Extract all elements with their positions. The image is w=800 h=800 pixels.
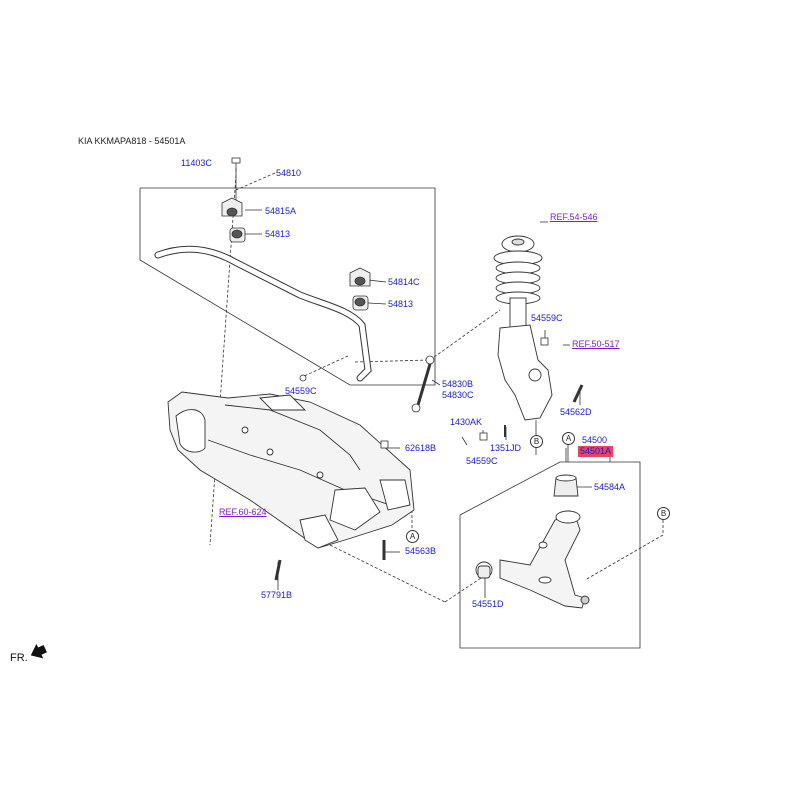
- part-54562d-label[interactable]: 54562D: [560, 407, 592, 417]
- part-1351jd-label[interactable]: 1351JD: [490, 443, 522, 453]
- lower-arm-group-outline: [459, 461, 641, 649]
- part-54584a-label[interactable]: 54584A: [594, 482, 626, 492]
- stabilizer-bar-drawing: [154, 245, 372, 382]
- ref-50-517-link[interactable]: REF.50-517: [572, 339, 620, 349]
- part-54563b-label[interactable]: 54563B: [405, 546, 437, 556]
- callout-b-lower: B: [657, 507, 670, 520]
- part-54830c-label[interactable]: 54830C: [442, 390, 474, 400]
- nut-54559c-upper-drawing: [540, 337, 549, 346]
- subframe-drawing: [167, 391, 415, 549]
- part-54814c-label[interactable]: 54814C: [388, 277, 420, 287]
- nut-54559c-drawing: [479, 432, 488, 441]
- part-54830b-label[interactable]: 54830B: [442, 379, 474, 389]
- part-57791b-label[interactable]: 57791B: [261, 590, 293, 600]
- lower-arm-drawing: [475, 474, 590, 609]
- ref-60-624-link[interactable]: REF.60-624: [219, 507, 267, 517]
- bolt-54562d-drawing: [572, 384, 584, 403]
- strut-assembly-drawing: [493, 235, 553, 421]
- stabilizer-link-drawing: [299, 355, 435, 413]
- callout-a-upper: A: [562, 432, 575, 445]
- front-direction-label: FR.: [10, 652, 28, 664]
- part-54815a-label[interactable]: 54815A: [265, 206, 297, 216]
- part-54813-right-label[interactable]: 54813: [388, 299, 414, 309]
- part-11403c-label[interactable]: 11403C: [181, 158, 212, 168]
- bushing-54551d-drawing: [477, 565, 491, 579]
- part-54500-label[interactable]: 54500: [582, 435, 608, 445]
- part-1430ak-label[interactable]: 1430AK: [450, 417, 483, 427]
- part-54810-label[interactable]: 54810: [276, 168, 302, 178]
- part-54813-left-label[interactable]: 54813: [265, 229, 291, 239]
- part-54501a-label-highlighted[interactable]: 54501A: [578, 446, 614, 457]
- clip-1430ak-drawing: [461, 436, 468, 446]
- part-62618b-label[interactable]: 62618B: [405, 443, 437, 453]
- ref-54-546-link[interactable]: REF.54-546: [550, 212, 598, 222]
- part-54551d-label[interactable]: 54551D: [472, 599, 504, 609]
- nut-62618b-drawing: [380, 440, 389, 449]
- bolt-11403c-drawing: [231, 157, 241, 172]
- callout-a-lower: A: [406, 530, 419, 543]
- arrow-icon: [30, 643, 47, 659]
- part-54559c-lower-label[interactable]: 54559C: [466, 456, 498, 466]
- part-54559c-knuckle-label[interactable]: 54559C: [531, 313, 563, 323]
- diagram-title: KIA KKMAPA818 - 54501A: [78, 136, 186, 146]
- callout-b-upper: B: [530, 435, 543, 448]
- stabilizer-group-outline: [139, 187, 436, 386]
- bolt-57791b-drawing: [274, 559, 282, 581]
- part-54559c-stabilizer-label[interactable]: 54559C: [285, 386, 317, 396]
